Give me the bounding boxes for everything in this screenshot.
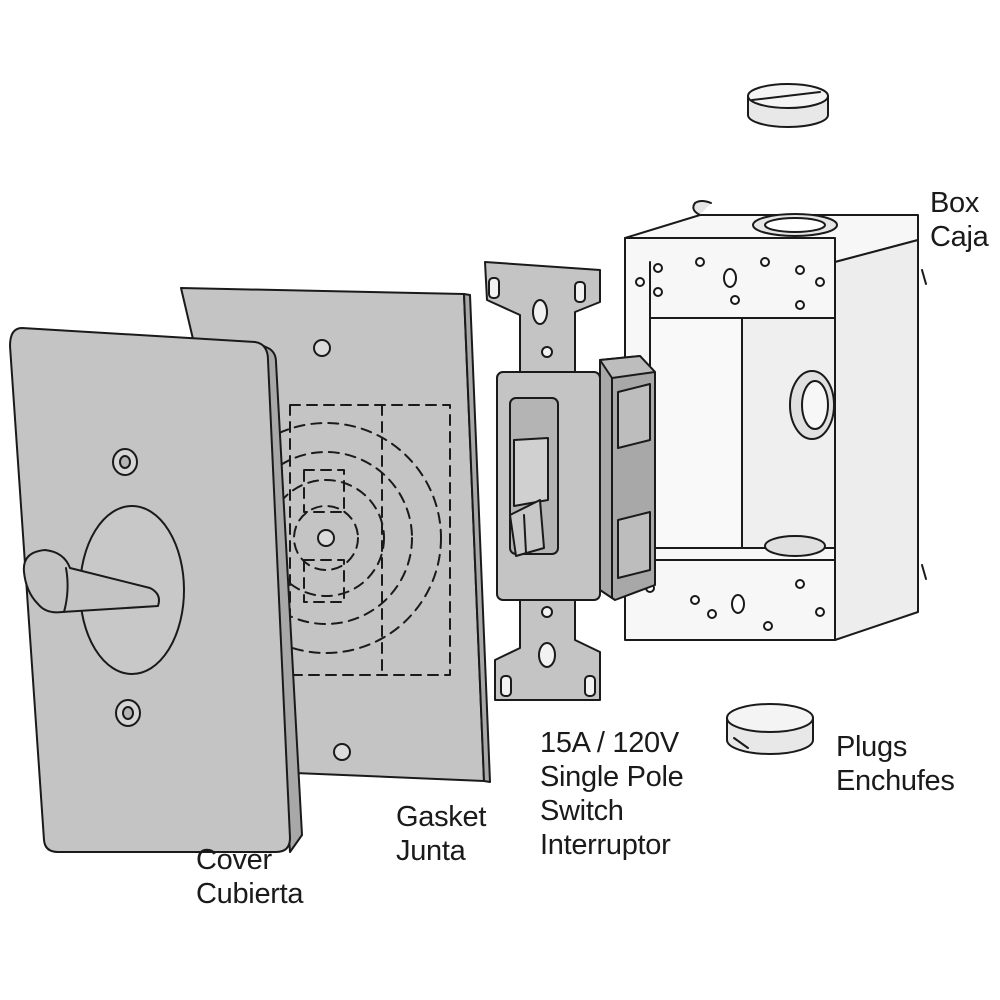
label-plugs-en: Plugs	[836, 731, 908, 763]
label-cover: Cover Cubierta	[196, 843, 304, 911]
single-pole-switch	[484, 261, 656, 701]
plug-top	[747, 83, 829, 128]
label-switch-en: Switch	[540, 795, 624, 827]
label-box-es: Caja	[930, 221, 989, 253]
label-box-en: Box	[930, 187, 980, 219]
plug-bottom	[726, 703, 814, 755]
label-switch-type: Single Pole	[540, 761, 684, 793]
label-plugs-es: Enchufes	[836, 765, 955, 797]
cover-plate	[9, 327, 303, 853]
label-gasket-es: Junta	[396, 835, 466, 867]
label-cover-es: Cubierta	[196, 878, 304, 910]
label-switch: 15A / 120V Single Pole Switch Interrupto…	[540, 726, 684, 862]
weatherproof-box	[624, 200, 927, 641]
label-switch-es: Interruptor	[540, 829, 671, 861]
label-switch-rating: 15A / 120V	[540, 727, 679, 759]
label-cover-en: Cover	[196, 844, 272, 876]
label-gasket: Gasket Junta	[396, 800, 486, 868]
label-plugs: Plugs Enchufes	[836, 730, 955, 798]
label-gasket-en: Gasket	[396, 801, 487, 833]
label-box: Box Caja	[930, 186, 989, 254]
